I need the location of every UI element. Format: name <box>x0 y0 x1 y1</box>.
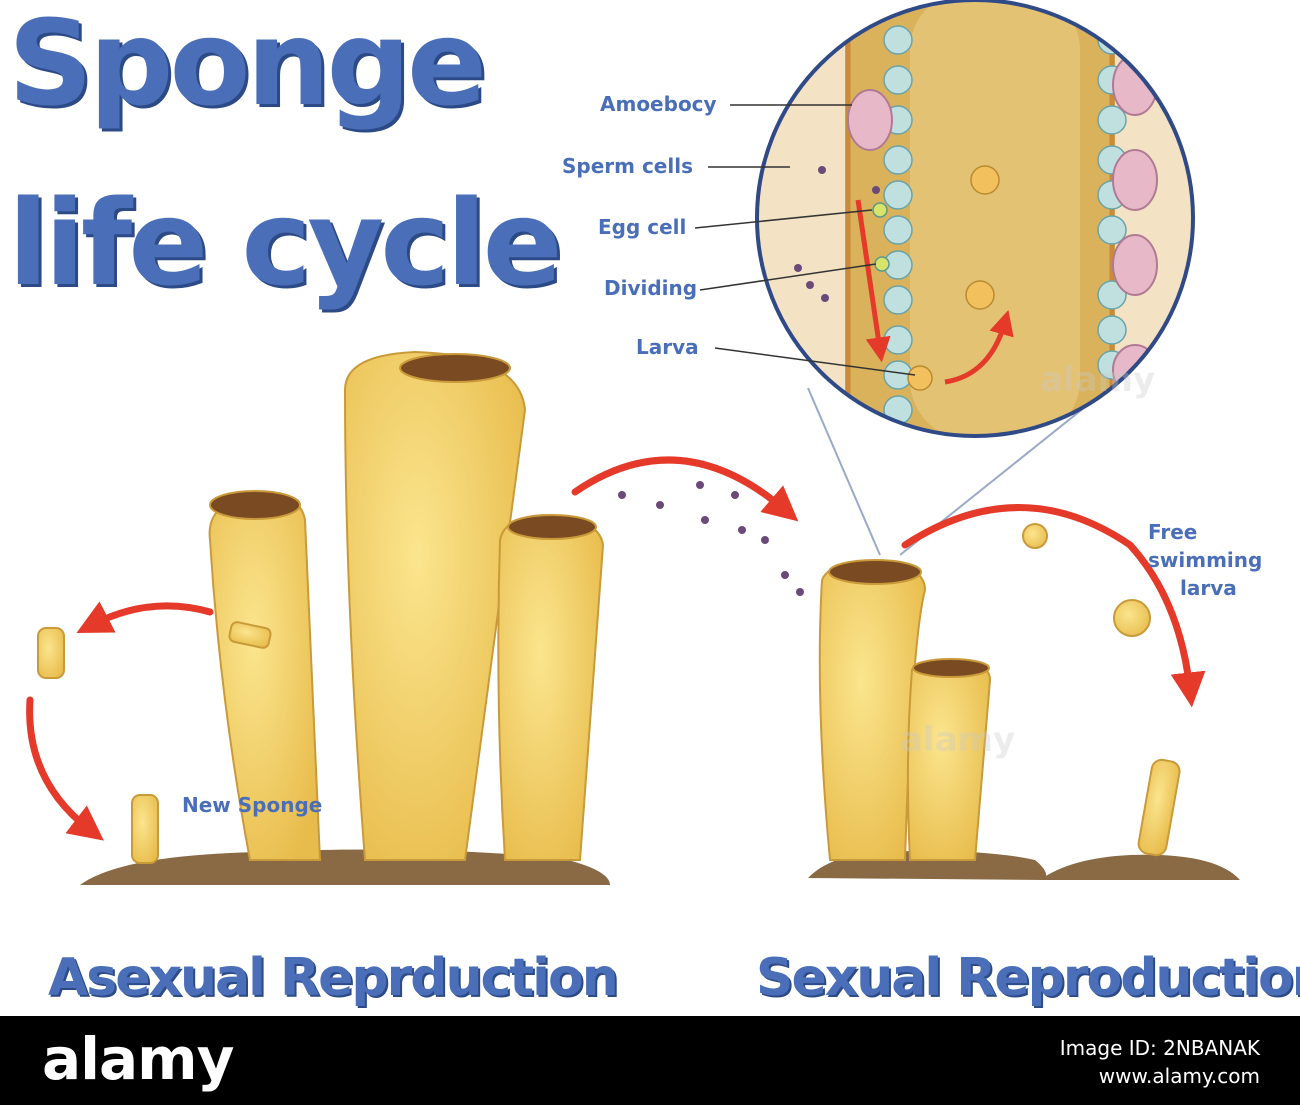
label-egg-cell: Egg cell <box>598 215 686 239</box>
footer-image-id: Image ID: 2NBANAK <box>1060 1034 1260 1062</box>
sexual-sponge-pair <box>820 524 1181 860</box>
label-amoebocy: Amoebocy <box>600 92 717 116</box>
watermark-text-2: alamy <box>900 720 1015 760</box>
title-line-2: life cycle <box>8 184 559 302</box>
sponge-life-cycle-illustration <box>0 0 1300 1016</box>
footer-image-info: Image ID: 2NBANAK www.alamy.com <box>1060 1034 1260 1090</box>
label-free-swimming-2: swimming <box>1148 548 1262 572</box>
label-larva: Larva <box>636 335 699 359</box>
footer-site-url: www.alamy.com <box>1060 1062 1260 1090</box>
label-new-sponge: New Sponge <box>182 793 322 817</box>
footer-brand-logo: alamy <box>42 1025 233 1093</box>
label-dividing: Dividing <box>604 276 697 300</box>
label-free-swimming-1: Free <box>1148 520 1197 544</box>
caption-sexual-reproduction: Sexual Reproduction <box>756 948 1300 1008</box>
label-sperm-cells: Sperm cells <box>562 154 693 178</box>
cycle-arrows <box>30 460 1190 830</box>
title-line-1: Sponge <box>8 4 483 122</box>
asexual-sponge-colony <box>38 352 603 863</box>
watermark-text-1: alamy <box>1040 360 1155 400</box>
caption-asexual-reproduction: Asexual Reprduction <box>48 948 617 1008</box>
label-free-swimming-3: larva <box>1180 576 1237 600</box>
